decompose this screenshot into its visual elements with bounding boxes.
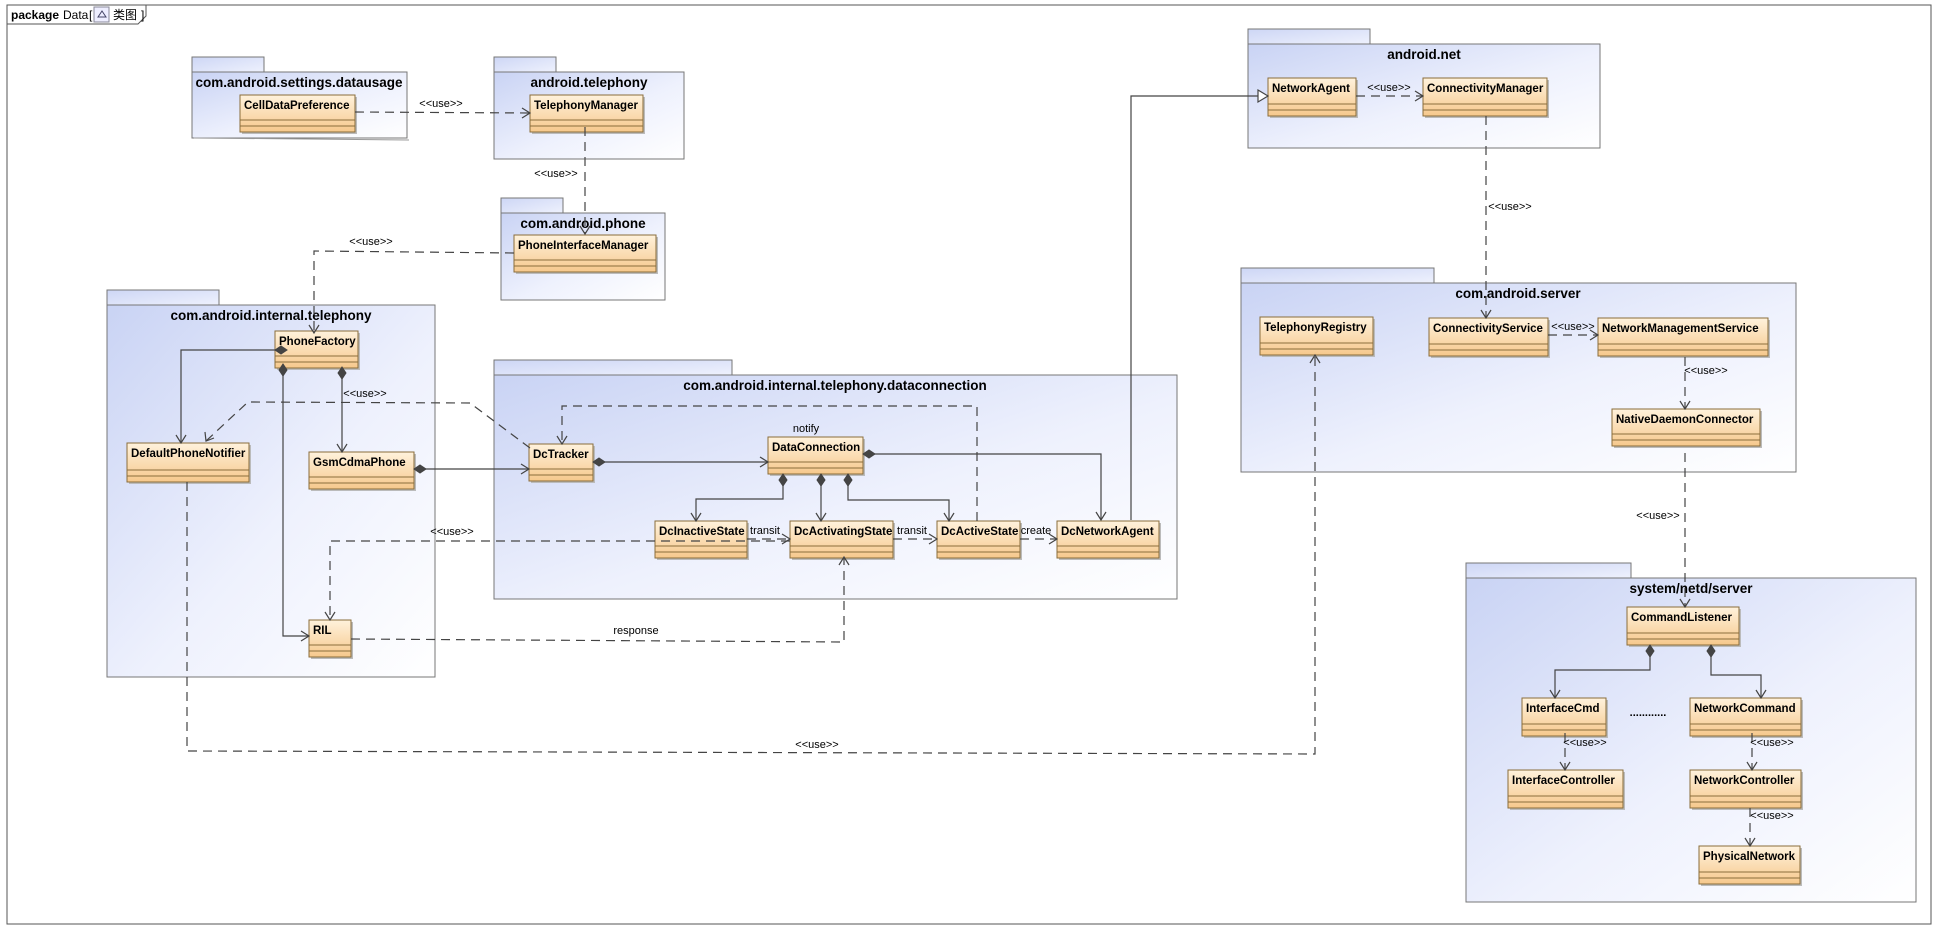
class-name: ConnectivityService [1433,323,1543,335]
ellipsis-label: ............ [1630,707,1667,719]
class-dc-activating-state: DcActivatingState [789,520,895,560]
frame-keyword: package [11,8,59,22]
use-label: <<use>> [1684,365,1727,377]
use-dependency [329,540,790,620]
class-name: PhysicalNetwork [1703,851,1796,863]
class-name: CellDataPreference [244,100,349,112]
class-interface-controller: InterfaceController [1507,769,1625,810]
package-name: com.android.internal.telephony.dataconne… [683,378,987,393]
class-phone-interface-manager: PhoneInterfaceManager [513,234,658,274]
use-label: <<use>> [343,388,386,400]
class-dc-active-state: DcActiveState [936,520,1022,560]
class-name: RIL [313,625,332,637]
class-name: GsmCdmaPhone [313,457,406,469]
composition [282,364,309,637]
class-command-listener: CommandListener [1626,606,1741,647]
composition [863,453,1102,520]
class-network-management-service: NetworkManagementService [1597,317,1770,358]
generalization [1130,95,1268,520]
create-label: create [1021,525,1052,537]
package-name: android.telephony [530,75,647,90]
use-label: <<use>> [1750,737,1793,749]
package-name: com.android.settings.datausage [195,75,403,90]
class-phone-factory: PhoneFactory [274,330,360,370]
class-name: ConnectivityManager [1427,83,1544,95]
class-network-command: NetworkCommand [1689,697,1803,738]
use-label: <<use>> [1551,321,1594,333]
use-label: <<use>> [1563,737,1606,749]
class-dc-inactive-state: DcInactiveState [654,520,749,560]
class-name: TelephonyManager [534,100,638,112]
package-name: com.android.internal.telephony [170,308,372,323]
class-name: PhoneInterfaceManager [518,240,649,252]
use-dependency [186,355,1316,755]
transit-label: transit [750,525,780,537]
package-name: android.net [1387,47,1461,62]
class-dc-tracker: DcTracker [528,443,595,483]
class-data-connection: DataConnection [767,436,865,476]
use-label: <<use>> [1750,810,1793,822]
response-label: response [613,625,658,637]
notify-dependency [561,405,978,521]
class-name: CommandListener [1631,612,1732,624]
transit-label: transit [897,525,927,537]
diagram-icon [93,6,110,23]
class-name: DcActiveState [941,526,1018,538]
class-name: NativeDaemonConnector [1616,414,1754,426]
class-name: DcNetworkAgent [1061,526,1154,538]
use-label: <<use>> [1367,82,1410,94]
use-label: <<use>> [419,98,462,110]
class-name: NetworkController [1694,775,1795,787]
package-name: com.android.phone [520,216,646,231]
class-interface-cmd: InterfaceCmd [1521,697,1608,738]
frame-name: Data [63,8,89,22]
use-label: <<use>> [349,236,392,248]
class-connectivity-manager: ConnectivityManager [1422,77,1549,118]
composition [847,474,950,521]
package-name: system/netd/server [1629,581,1753,596]
use-label: <<use>> [534,168,577,180]
class-name: InterfaceController [1512,775,1615,787]
class-ril: RIL [308,619,353,659]
class-name: DcActivatingState [794,526,892,538]
use-label: <<use>> [1636,510,1679,522]
class-dc-network-agent: DcNetworkAgent [1056,520,1161,560]
class-name: DcInactiveState [659,526,745,538]
class-name: NetworkCommand [1694,703,1796,715]
class-name: DefaultPhoneNotifier [131,448,246,460]
class-network-agent: NetworkAgent [1267,77,1358,118]
package-dataconnection: com.android.internal.telephony.dataconne… [493,359,1178,600]
class-name: NetworkManagementService [1602,323,1759,335]
svg-text:]: ] [141,8,144,22]
package-name: com.android.server [1455,286,1581,301]
notify-label: notify [793,423,820,435]
class-name: DcTracker [533,449,589,461]
connectors: <<use>> <<use>> <<use>> <<use>> [175,82,1794,848]
use-label: <<use>> [1488,201,1531,213]
class-physical-network: PhysicalNetwork [1698,845,1802,886]
use-label: <<use>> [430,526,473,538]
composition [180,349,275,443]
class-name: DataConnection [772,442,860,454]
class-name: TelephonyRegistry [1264,322,1367,334]
class-network-controller: NetworkController [1689,769,1803,810]
class-connectivity-service: ConnectivityService [1428,317,1550,358]
composition [1710,645,1762,698]
package-datausage: com.android.settings.datausage [191,56,410,141]
class-telephony-manager: TelephonyManager [529,94,645,134]
frame-diagram-label: 类图 [113,8,137,22]
class-gsm-cdma-phone: GsmCdmaPhone [308,451,416,491]
use-dependency [313,250,515,333]
use-label: <<use>> [795,739,838,751]
class-cell-data-preference: CellDataPreference [239,94,357,134]
use-dependency [205,401,531,449]
svg-text:[: [ [89,8,93,22]
class-native-daemon-connector: NativeDaemonConnector [1611,408,1762,448]
class-telephony-registry: TelephonyRegistry [1259,316,1375,357]
class-name: PhoneFactory [279,336,356,348]
class-name: InterfaceCmd [1526,703,1600,715]
class-name: NetworkAgent [1272,83,1350,95]
class-default-phone-notifier: DefaultPhoneNotifier [126,442,251,484]
